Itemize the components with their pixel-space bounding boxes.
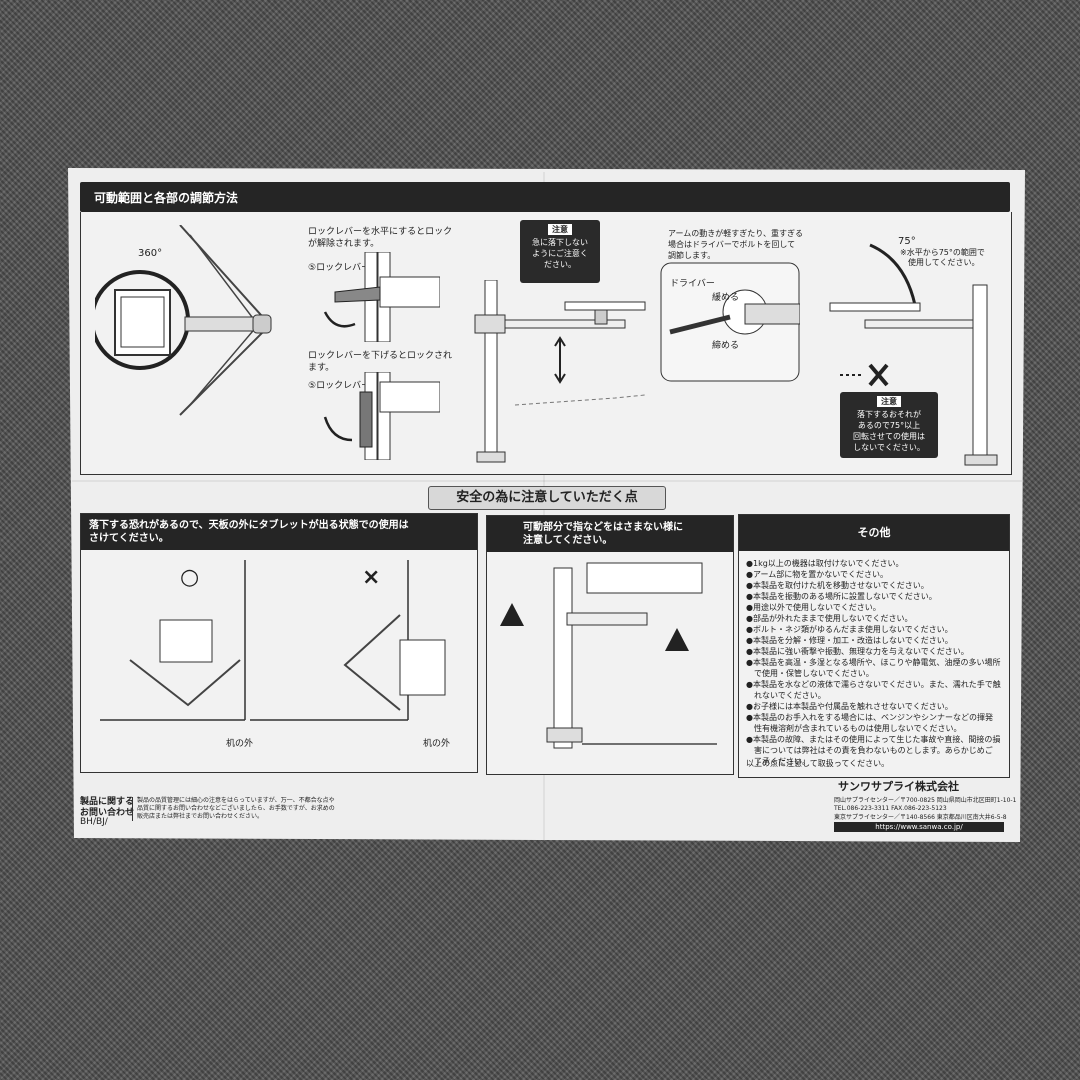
inquiry-note: 製品の品質管理には細心の注意をはらっていますが、万一、不都合な点や 品質に関する… (132, 797, 335, 821)
tilt-angle: 75° (898, 236, 916, 247)
tilt-caution-box: 注意 落下するおそれが あるので75°以上 回転させての使用は しないでください… (840, 392, 938, 458)
note-item: ●本製品を水などの液体で濡らさないでください。また、濡れた手で触 (746, 680, 1001, 689)
lever-release-text: ロックレバーを水平にするとロック が解除されます。 (308, 227, 453, 249)
driver-label: ドライバー (670, 279, 715, 289)
note-item: ●部品が外れたままで使用しないでください。 (746, 614, 913, 623)
tilt-diagram (829, 243, 998, 466)
caution-drop-box: 注意 急に落下しない ようにご注意く ださい。 (520, 220, 600, 283)
website-url: https://www.sanwa.co.jp/ (834, 822, 1004, 832)
note-item: で使用・保管しないでください。 (746, 669, 874, 678)
loosen-label: 緩める (712, 293, 740, 303)
note-item: ●1kg以上の機器は取付けないでください。 (746, 559, 904, 568)
caution-label: 注意 (548, 224, 572, 235)
other-notes-panel (738, 514, 1010, 778)
note-item: ●本製品に強い衝撃や振動、無理な力を与えないでください。 (746, 647, 969, 656)
note-item: ●用途以外で使用しないでください。 (746, 603, 881, 612)
note-item: 害については弊社はその責を負わないものとします。あらかじめご (746, 746, 993, 755)
tighten-label: 締める (712, 341, 740, 351)
lever-lock-text: ロックレバーを下げるとロックされ ます。 (308, 351, 453, 373)
company-name: サンワサプライ株式会社 (838, 780, 959, 793)
ok-mark: ○ (180, 565, 200, 590)
notes-footer: 以上の点に注意して取扱ってください。 (746, 759, 890, 768)
note-item: ●本製品の故障、またはその使用によって生じた事故や直接、間接の損 (746, 735, 1001, 744)
desk-outside-label-2: 机の外 (423, 739, 451, 749)
other-notes-title: その他 (739, 515, 1009, 551)
caution-label-2: 注意 (877, 396, 901, 407)
tilt-warning: 落下するおそれが あるので75°以上 回転させての使用は しないでください。 (853, 410, 925, 452)
note-item: 了承ください。 (746, 757, 810, 766)
pinch-warning-diagram (500, 562, 717, 749)
note-item: ●お子様には本製品や付属品を触れさせないでください。 (746, 702, 953, 711)
rotation-label: 360° (138, 248, 163, 259)
horizontal-fold (72, 480, 1022, 482)
tilt-note: ※水平から75°の範囲で 使用してください。 (900, 248, 985, 267)
note-item: ●本製品を分解・修理・加工・改造はしないでください。 (746, 636, 953, 645)
middle-panel-title: 可動部分で指などをはさまない様に 注意してください。 (487, 516, 733, 552)
note-item: ●本製品を取付けた机を移動させないでください。 (746, 581, 929, 590)
lever-locked-diagram (323, 372, 440, 460)
lever-unlocked-diagram (323, 252, 440, 342)
stand-arm-diagram (474, 280, 646, 463)
model-code: BH/BJ/ (80, 817, 108, 827)
note-item: ●本製品を高温・多湿となる場所や、ほこりや静電気、油煙の多い場所 (746, 658, 1001, 667)
header-title: 可動範囲と各部の調節方法 (94, 191, 239, 205)
note-item: ●ボルト・ネジ類がゆるんだまま使用しないでください。 (746, 625, 953, 634)
address-okayama: 岡山サプライセンター／〒700-0825 岡山県岡山市北区田町1-10-1 TE… (834, 797, 1017, 812)
lever-label-2: ⑤ロックレバー (308, 381, 371, 391)
arm-tension-text: アームの動きが軽すぎたり、重すぎる 場合はドライバーでボルトを回して 調節します… (668, 229, 803, 260)
note-item: ●本製品を振動のある場所に設置しないでください。 (746, 592, 937, 601)
contact-label: 製品に関する お問い合わせ (80, 797, 135, 818)
note-item: ●アーム部に物を置かないでください。 (746, 570, 889, 579)
rotation-diagram (95, 225, 272, 416)
left-panel-title: 落下する恐れがあるので、天板の外にタブレットが出る状態での使用は さけてください… (81, 514, 477, 550)
middle-warning-panel (486, 515, 734, 775)
notes-list: ●1kg以上の機器は取付けないでください。 ●アーム部に物を置かないでください。 ●… (746, 558, 1006, 767)
ng-mark: × (362, 565, 381, 590)
desk-edge-diagram (100, 560, 446, 721)
note-item: ●本製品のお手入れをする場合には、ベンジンやシンナーなどの揮発 (746, 713, 993, 722)
driver-inset (660, 262, 800, 382)
lever-label-1: ⑤ロックレバー (308, 263, 371, 273)
safety-banner-text: 安全の為に注意していただく点 (456, 490, 638, 505)
desk-outside-label-1: 机の外 (226, 739, 254, 749)
caution-drop-text: 急に落下しない ようにご注意く ださい。 (532, 238, 588, 269)
note-item: 性有機溶剤が含まれているものは使用しないでください。 (746, 724, 962, 733)
safety-banner: 安全の為に注意していただく点 (428, 486, 666, 510)
header-bar: 可動範囲と各部の調節方法 (80, 182, 1010, 212)
note-item: れないでください。 (746, 691, 826, 700)
